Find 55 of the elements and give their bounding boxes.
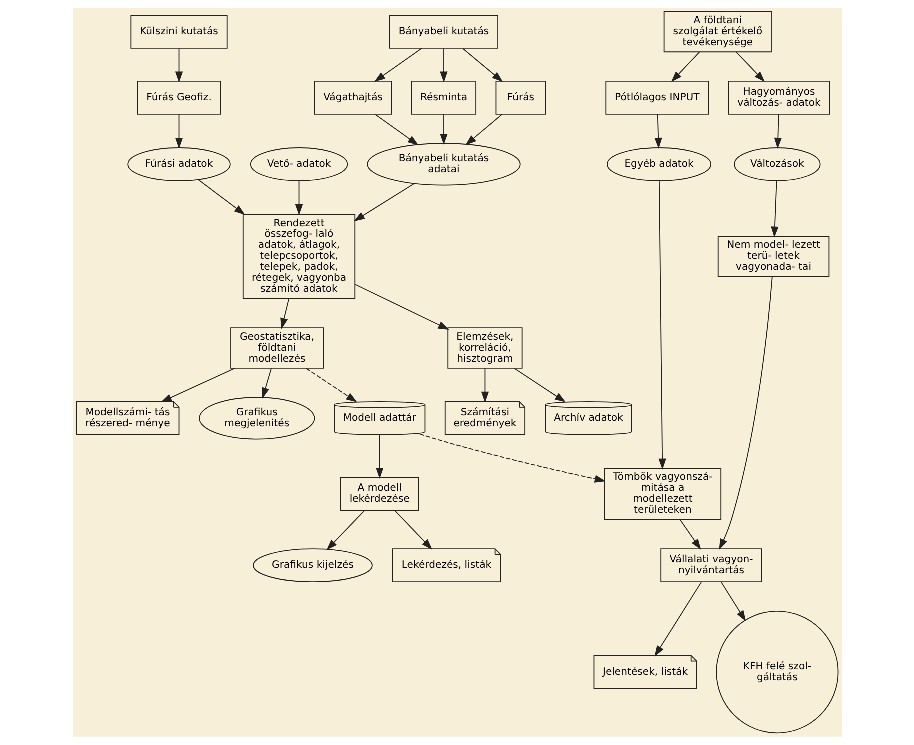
arrow (480, 368, 489, 403)
node-box: Elemzések, korreláció, hisztogram (447, 328, 522, 369)
node-box: Résminta (410, 80, 476, 115)
arrow (294, 180, 303, 216)
node-box: Tömbök vagyonszá- mitása a modellezett területeken (604, 468, 722, 520)
arrow (374, 114, 418, 146)
node-box: Bányabeli kutatás (389, 15, 498, 49)
node-box: Rendezett összefog- laló adatok, átlagok, telepcsoportok, telepek, padok, rétegek, vagyonba számító adatok (242, 214, 356, 300)
node-box: A földtani szolgálat értékelő tevékenysége (663, 11, 772, 53)
arrow (160, 368, 235, 402)
node-ellipse: Vető- adatok (250, 148, 348, 182)
arrow (770, 180, 778, 238)
arrow (376, 434, 384, 479)
node-box: A modell lekérdezése (340, 477, 419, 512)
arrow (735, 52, 765, 82)
node-box: Geostatisztika, földtani modellezés (230, 328, 324, 369)
arrow (718, 276, 772, 550)
arrow (462, 48, 503, 82)
node-box: Pótlólagos INPUT (605, 80, 709, 115)
arrow (326, 510, 365, 550)
node-ellipse: Grafikus kijelzés (252, 548, 372, 583)
node-ellipse: Változások (734, 148, 820, 182)
arrow (514, 368, 566, 403)
arrow (418, 434, 606, 483)
node-box: Nem model- lezett terü- letek vagyonada- tai (717, 236, 830, 278)
node-ellipse: Grafikus megjelenités (198, 397, 315, 440)
arrow (440, 48, 448, 83)
arrow (774, 114, 782, 149)
arrow (280, 298, 290, 330)
arrow (654, 114, 662, 149)
node-ellipse: Fúrási adatok (127, 148, 230, 182)
arrow (174, 114, 183, 149)
node-ellipse: Egyéb adatok (606, 148, 712, 182)
arrow (658, 180, 666, 470)
node-box: Vállalati vagyon- nyilvántartás (660, 548, 762, 583)
node-box: Vágathajtás (314, 80, 392, 115)
arrow (198, 179, 245, 216)
arrow (465, 114, 502, 146)
arrow (354, 284, 449, 330)
arrow (654, 582, 702, 657)
arrow (305, 368, 357, 403)
arrow (394, 510, 432, 550)
arrow (374, 48, 422, 82)
node-box: Külszini kutatás (130, 15, 228, 49)
arrow (353, 183, 415, 222)
arrow (174, 48, 183, 83)
node-box: Fúrás Geofiz. (136, 80, 221, 115)
node-box: Hagyományos változás- adatok (728, 80, 830, 115)
arrow (670, 52, 700, 82)
node-box: Fúrás (495, 80, 546, 115)
arrow (720, 582, 746, 622)
arrow (679, 519, 701, 550)
arrow (262, 368, 272, 399)
node-ellipse: Bányabeli kutatás adatai (366, 143, 520, 186)
arrow (440, 114, 448, 145)
